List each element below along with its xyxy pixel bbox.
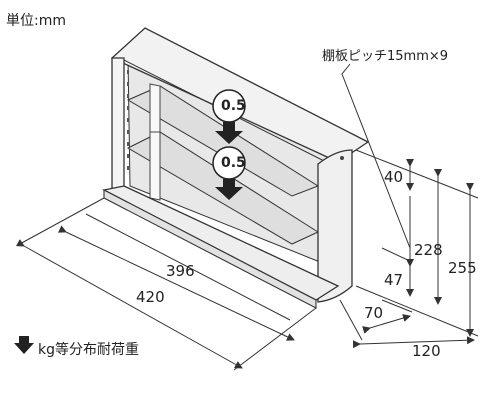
dimension-total-width: 420 [136, 288, 165, 306]
glass-pane-lower [149, 131, 161, 201]
load-marker-lower [212, 146, 246, 200]
dimension-inner-width: 396 [166, 262, 195, 280]
pitch-leader-line [341, 63, 411, 249]
load-value-upper: 0.5 [221, 98, 246, 114]
load-marker-upper [212, 89, 246, 144]
shelf-pitch-label: 棚板ピッチ15mm×9 [322, 49, 449, 64]
load-value-lower: 0.5 [221, 155, 246, 171]
unit-label: 単位:mm [6, 13, 66, 29]
right-side-panel [317, 149, 353, 303]
left-side-panel [111, 57, 125, 191]
width-dimension-lines [15, 197, 317, 371]
dimension-bottom-gap: 47 [384, 271, 404, 289]
dimension-depth: 120 [412, 342, 441, 360]
dimension-top-gap: 40 [384, 168, 404, 186]
dimension-base-depth: 70 [364, 304, 384, 322]
dimension-total-height: 255 [448, 259, 477, 277]
shelf-pin-holes [127, 70, 129, 170]
down-arrow-icon [14, 336, 34, 354]
load-legend-text: kg等分布耐荷重 [38, 342, 139, 358]
dimension-inner-height: 228 [414, 241, 443, 259]
height-dimension-lines [339, 149, 479, 349]
